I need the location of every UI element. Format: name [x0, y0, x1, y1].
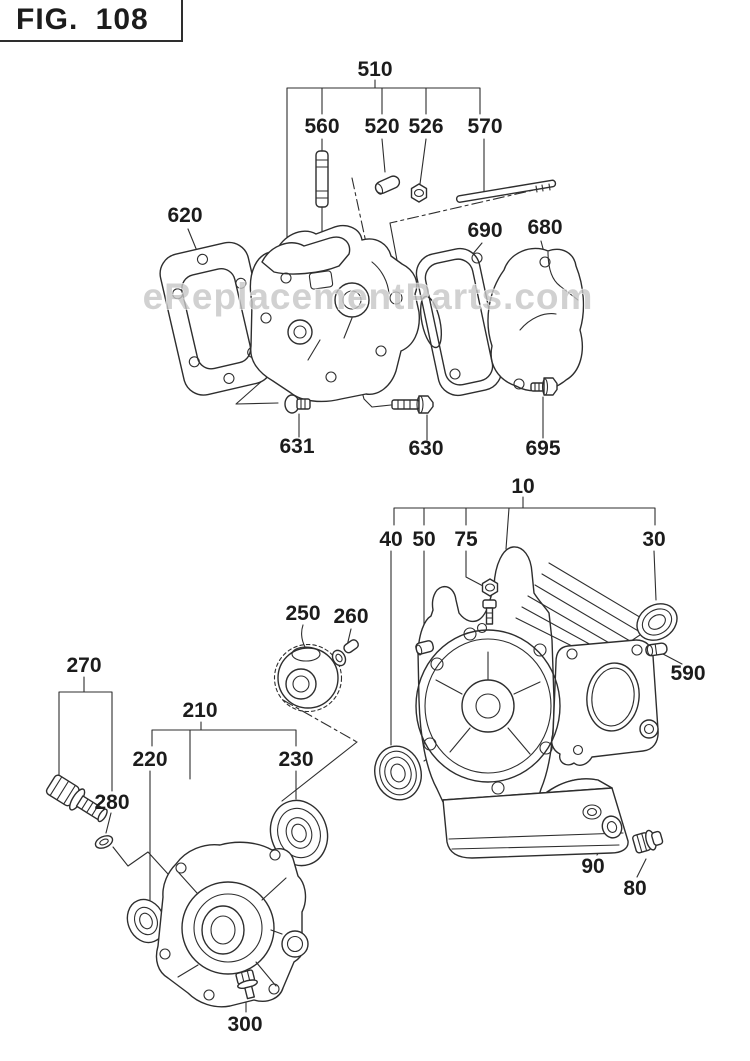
callout-570: 570 [467, 115, 502, 138]
oil-sensor-270-drawing [45, 774, 108, 823]
callout-300: 300 [227, 1013, 262, 1036]
callout-260: 260 [333, 605, 368, 628]
ball-bearing-40-drawing [374, 745, 422, 801]
oil-seal-30-drawing [636, 603, 678, 641]
pin-590-drawing [645, 642, 668, 657]
callout-526: 526 [408, 115, 443, 138]
callout-75: 75 [454, 528, 478, 551]
valve-cover-680-drawing [487, 247, 585, 392]
callout-620: 620 [167, 204, 202, 227]
callout-680: 680 [527, 216, 562, 239]
callout-631: 631 [279, 435, 314, 458]
drain-plug-80-drawing [632, 829, 664, 854]
callout-520: 520 [364, 115, 399, 138]
callout-250: 250 [285, 602, 320, 625]
callout-40: 40 [379, 528, 402, 551]
callout-210: 210 [182, 699, 217, 722]
callout-590: 590 [670, 662, 705, 685]
callout-280: 280 [94, 791, 129, 814]
callout-630: 630 [408, 437, 443, 460]
callout-220: 220 [132, 748, 167, 771]
governor-gear-250-drawing [273, 643, 343, 713]
bolt-631-drawing [284, 394, 311, 414]
washer-bolt-260-drawing [331, 639, 359, 667]
figure-label-box: FIG. 108 [0, 0, 183, 42]
bolt-695-drawing [530, 377, 558, 396]
pin-520-drawing [374, 175, 401, 195]
callout-10: 10 [511, 475, 534, 498]
nut-75-drawing [481, 578, 499, 625]
callout-230: 230 [278, 748, 313, 771]
dowel-pin-50-drawing [415, 640, 435, 656]
stud-bolt-560-drawing [315, 150, 329, 208]
callout-30: 30 [642, 528, 665, 551]
callout-90: 90 [581, 855, 604, 878]
callout-510: 510 [357, 58, 392, 81]
cylinder-head-drawing [249, 224, 420, 403]
callout-80: 80 [623, 877, 646, 900]
bolt-630-drawing [391, 395, 434, 414]
callout-50: 50 [412, 528, 435, 551]
callout-560: 560 [304, 115, 339, 138]
callout-690: 690 [467, 219, 502, 242]
figure-label: FIG. 108 [16, 3, 149, 36]
crankcase-cover-drawing [155, 841, 309, 1008]
crankcase-drawing [415, 546, 659, 859]
head-gasket-620-drawing [159, 241, 273, 396]
callout-695: 695 [525, 437, 560, 460]
oil-seal-220-drawing [126, 898, 166, 944]
watermark-text: eReplacementParts.com [143, 276, 594, 317]
bolt-300-drawing [235, 969, 258, 1000]
washer-280-drawing [94, 835, 114, 849]
callout-270: 270 [66, 654, 101, 677]
push-rod-570-drawing [455, 179, 557, 203]
sealing-washer-90-drawing [601, 815, 623, 839]
nut-526-drawing [410, 183, 428, 203]
